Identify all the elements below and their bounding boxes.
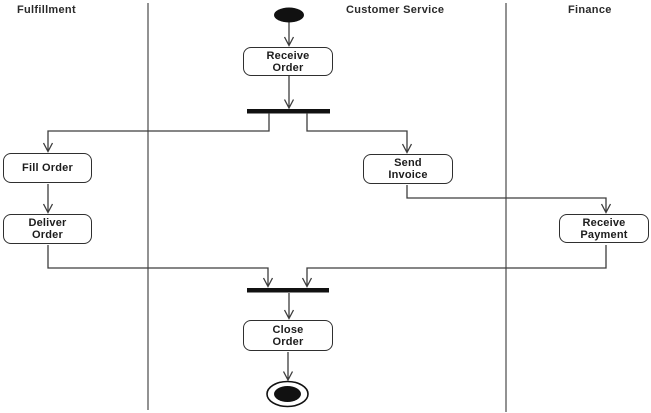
edge-start-to-receive-order — [283, 22, 295, 47]
activity-receive-payment-label: Receive Payment — [580, 216, 628, 241]
edge-fill-order-to-deliver-order — [42, 184, 54, 214]
edge-receive-order-to-fork — [283, 76, 295, 110]
activity-receive-order: Receive Order — [243, 47, 333, 76]
edge-fork-to-fill-order — [42, 113, 270, 153]
activity-deliver-order: Deliver Order — [3, 214, 92, 244]
edge-receive-payment-to-join — [301, 245, 607, 288]
lane-label-finance: Finance — [568, 4, 612, 16]
edge-deliver-order-to-join — [47, 245, 274, 288]
edge-close-order-to-end — [282, 352, 294, 382]
activity-close-order-label: Close Order — [272, 323, 304, 348]
edge-fork-to-send-invoice — [306, 113, 413, 154]
lane-label-customer-service: Customer Service — [346, 4, 445, 16]
fork-bar — [247, 109, 330, 114]
activity-fill-order: Fill Order — [3, 153, 92, 183]
start-node — [274, 7, 304, 23]
lane-label-fulfillment: Fulfillment — [17, 4, 76, 16]
edge-send-invoice-to-receive-payment — [406, 185, 612, 214]
end-node — [274, 386, 301, 402]
activity-send-invoice: Send Invoice — [363, 154, 453, 184]
activity-send-invoice-label: Send Invoice — [388, 157, 428, 181]
activity-receive-order-label: Receive Order — [266, 49, 310, 74]
join-bar — [247, 288, 329, 293]
edge-join-to-close-order — [283, 293, 295, 320]
activity-close-order: Close Order — [243, 320, 333, 351]
activity-receive-payment: Receive Payment — [559, 214, 649, 243]
activity-deliver-order-label: Deliver Order — [28, 217, 67, 241]
activity-fill-order-label: Fill Order — [22, 162, 73, 174]
